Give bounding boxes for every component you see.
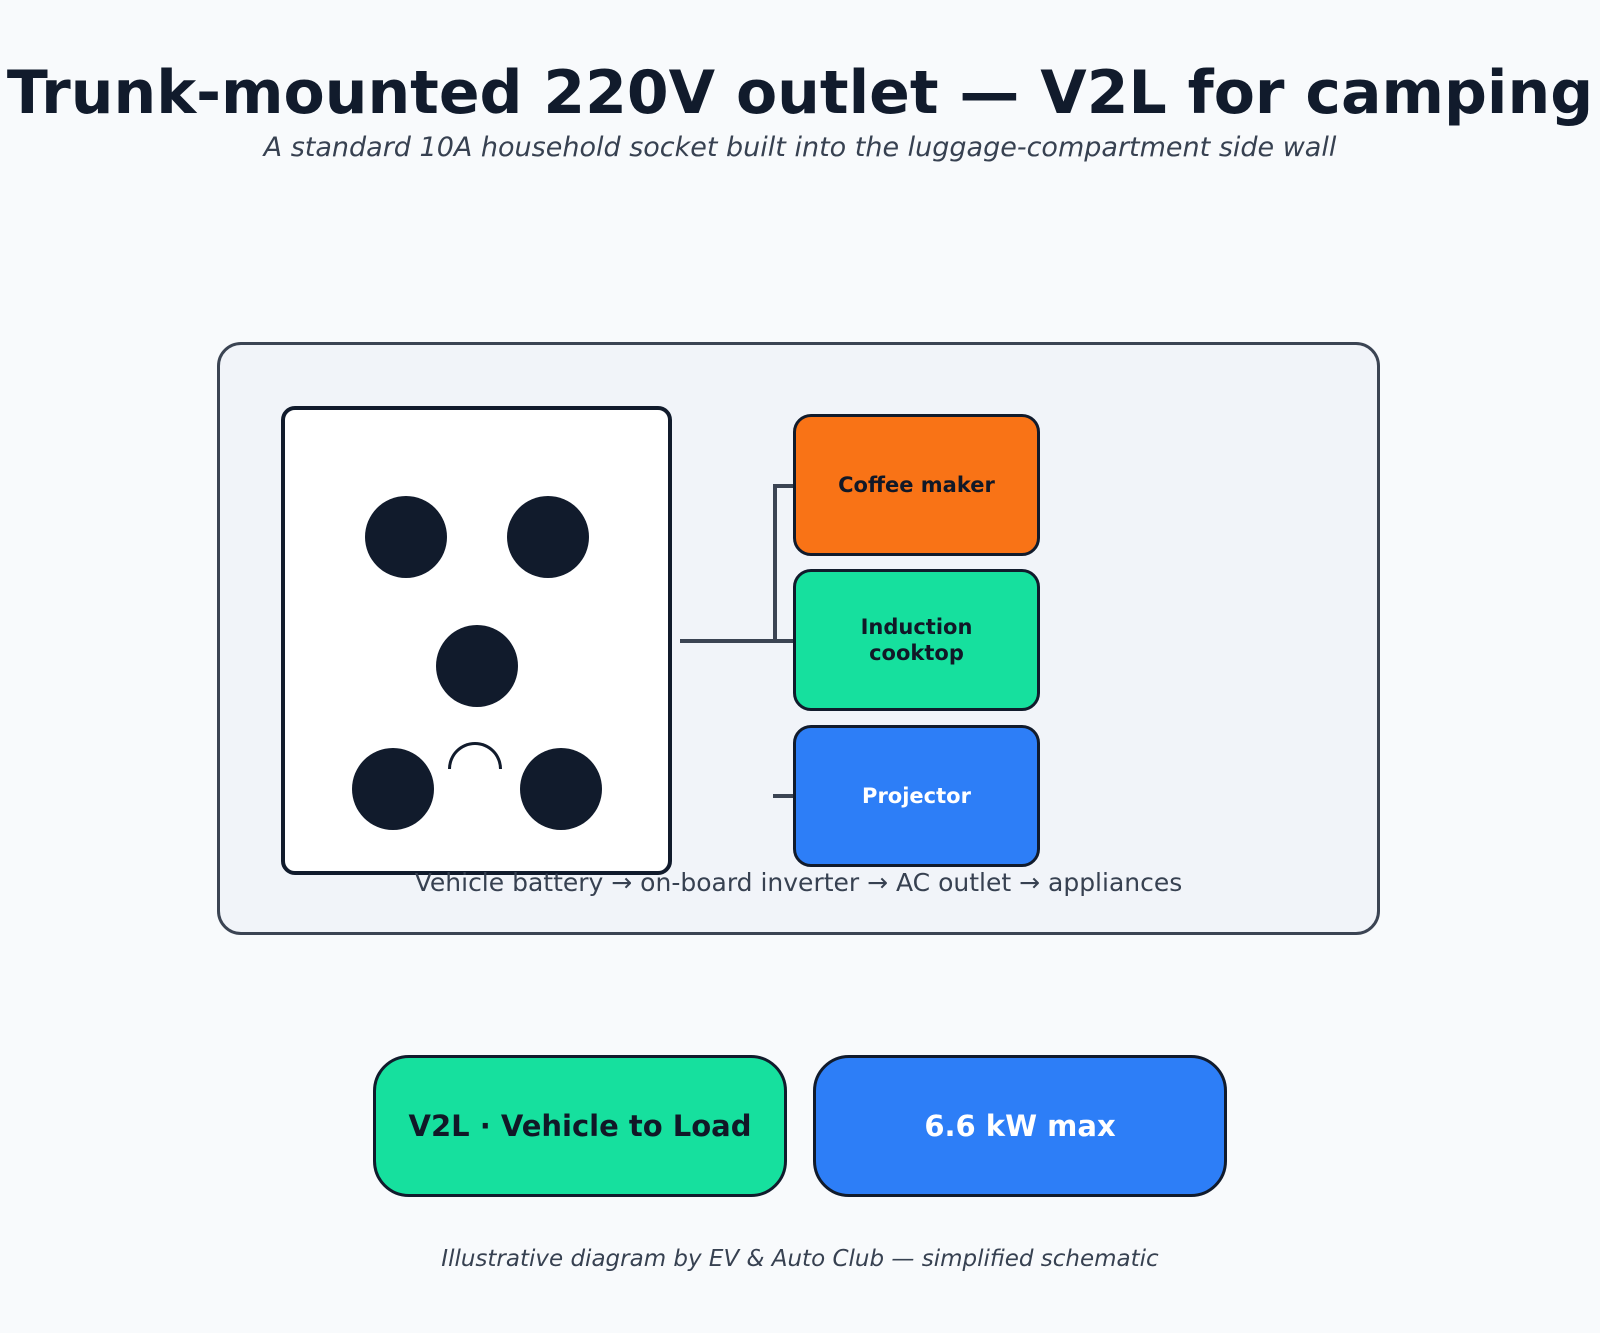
- page-subtitle: A standard 10A household socket built in…: [263, 132, 1337, 163]
- outlet-hole-top-right: [507, 496, 589, 578]
- page-title: Trunk-mounted 220V outlet — V2L for camp…: [6, 58, 1594, 128]
- appliance-projector: Projector: [793, 725, 1040, 867]
- badge-power: 6.6 kW max: [813, 1055, 1227, 1197]
- appliance-coffee-maker: Coffee maker: [793, 414, 1040, 556]
- outlet-hole-bottom-right: [520, 748, 602, 830]
- appliance-induction-cooktop: Induction cooktop: [793, 569, 1040, 711]
- outlet-hole-center: [436, 625, 518, 707]
- flow-caption: Vehicle battery → on-board inverter → AC…: [414, 868, 1183, 897]
- badge-v2l: V2L · Vehicle to Load: [373, 1055, 787, 1197]
- footer-credit: Illustrative diagram by EV & Auto Club —…: [441, 1246, 1159, 1272]
- outlet-hole-bottom-left: [352, 748, 434, 830]
- outlet-hole-top-left: [365, 496, 447, 578]
